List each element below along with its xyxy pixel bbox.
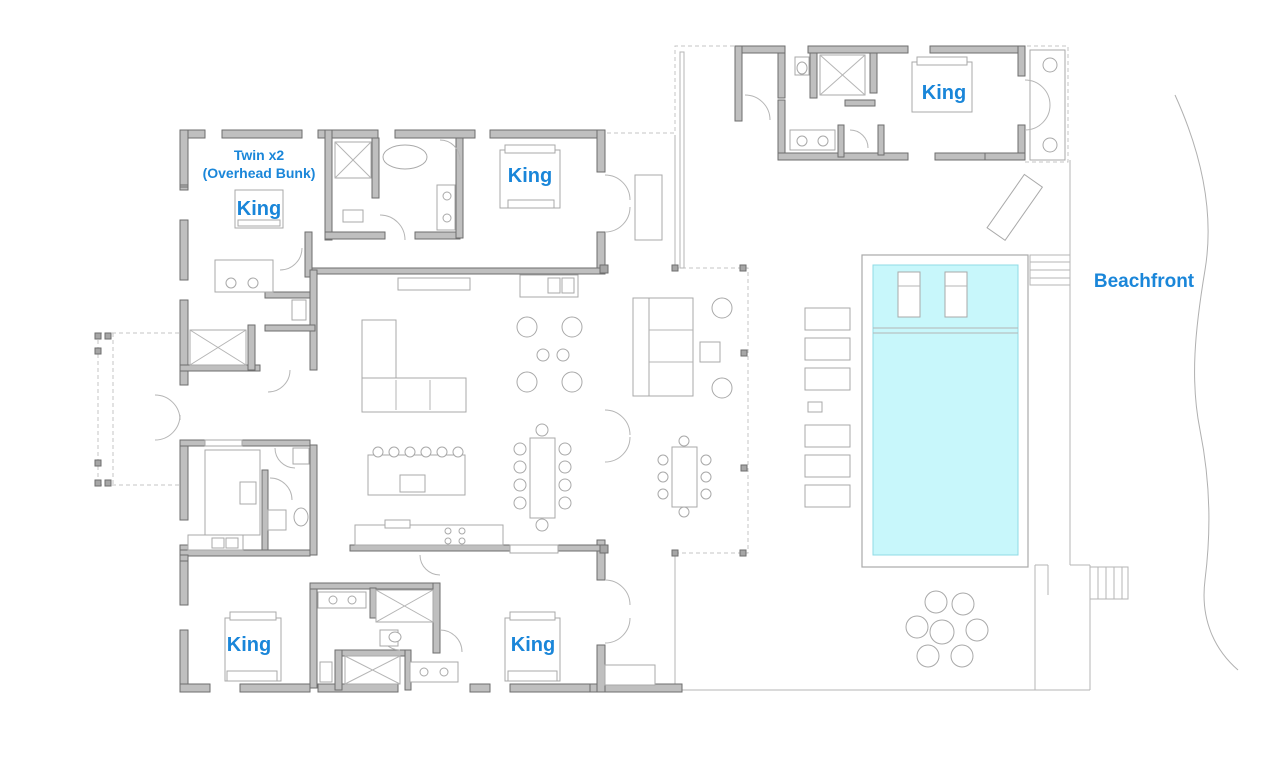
living-room-furniture bbox=[354, 274, 583, 554]
door-swings bbox=[154, 139, 631, 653]
coastline bbox=[1174, 94, 1239, 671]
beachfront-label: Beachfront bbox=[1094, 271, 1195, 292]
guest-house bbox=[734, 45, 1066, 242]
north-bedroom-furniture bbox=[499, 144, 663, 241]
twin-bunk-label-line1: Twin x2 bbox=[234, 147, 285, 163]
twin-bunk-label-line2: (Overhead Bunk) bbox=[203, 165, 316, 181]
south-bedroom-label: King bbox=[511, 634, 555, 656]
north-bedroom-label: King bbox=[508, 165, 552, 187]
sw-bedroom-furniture bbox=[224, 589, 434, 685]
room-labels: Twin x2 (Overhead Bunk) King King King K… bbox=[203, 82, 1195, 656]
deck-lines bbox=[674, 135, 1091, 691]
guest-house-bedroom-label: King bbox=[922, 82, 966, 104]
pool-area bbox=[804, 254, 1029, 668]
service-area-furniture bbox=[187, 439, 310, 551]
south-bedroom-furniture bbox=[409, 611, 656, 686]
terrace-outlines bbox=[97, 45, 1069, 554]
sw-bedroom-label: King bbox=[227, 634, 271, 656]
nw-bedroom-furniture bbox=[189, 141, 456, 366]
porch-furniture bbox=[632, 297, 733, 518]
beach-steps bbox=[1029, 254, 1129, 600]
nw-bedroom-label: King bbox=[237, 198, 281, 220]
